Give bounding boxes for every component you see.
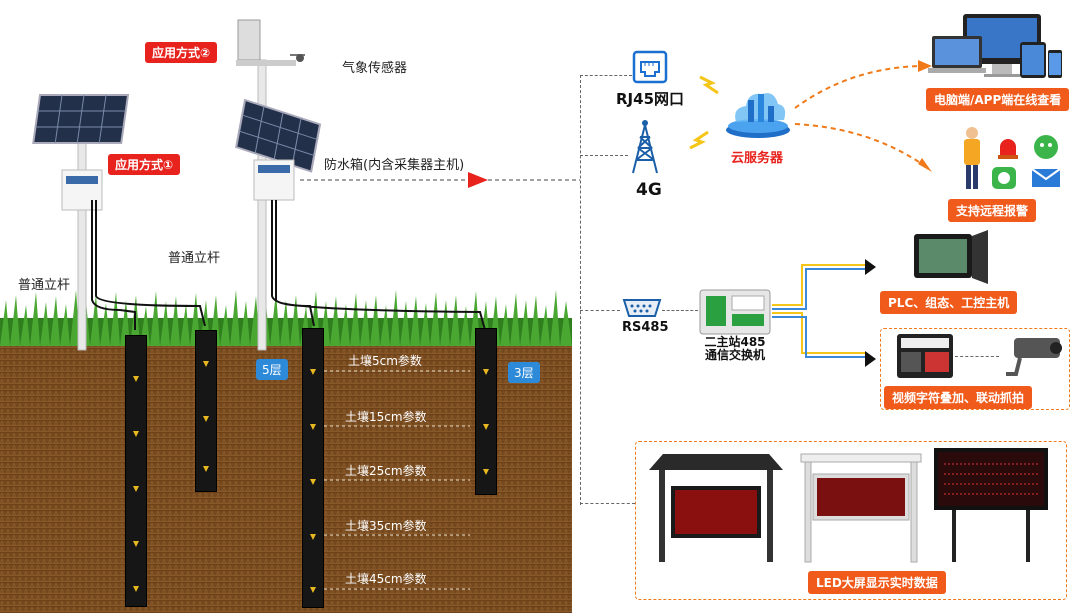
video-tag: 视频字符叠加、联动抓拍: [884, 386, 1033, 409]
pole-mid-label: 普通立杆: [168, 251, 221, 266]
station-middle: [235, 19, 486, 351]
pc-app-devices-icon: [928, 14, 1062, 78]
arrow-red-icon: [468, 172, 488, 188]
video-overlay-device-icon: [897, 334, 953, 378]
switch-label: 二主站485 通信交换机: [704, 335, 766, 362]
probe-right-short: [475, 328, 497, 495]
soil-param-5cm: 土壤5cm参数: [348, 354, 422, 368]
waterproof-box-label: 防水箱(内含采集器主机): [324, 158, 465, 173]
led-panel: [635, 441, 1067, 600]
probe-left-short: [195, 330, 217, 492]
cloud-server-icon: [726, 93, 790, 138]
station-left: [32, 94, 206, 351]
depth-lines: [318, 370, 470, 590]
field-scene: [0, 19, 580, 613]
branch-rs485: [580, 310, 620, 311]
led-screen-pavilion-icon: [649, 454, 783, 562]
lightning-icon: [699, 75, 719, 95]
switch-485-icon: [699, 289, 771, 335]
pole-left-label: 普通立杆: [18, 278, 71, 293]
rs485-port-icon: [622, 299, 662, 317]
weather-sensor-icon: [237, 19, 261, 61]
alarm-icons: [964, 127, 1061, 189]
soil-param-45cm: 土壤45cm参数: [345, 572, 427, 586]
video-panel: [880, 328, 1070, 410]
led-screen-frame-icon: [800, 453, 922, 563]
cloud-arrows: [794, 60, 932, 172]
soil-param-15cm: 土壤15cm参数: [345, 410, 427, 424]
solar-panel-middle: [235, 98, 322, 173]
weather-sensor-label: 气象传感器: [342, 61, 408, 76]
video-link-line: [955, 356, 999, 357]
layer5-tag: 5层: [256, 359, 288, 380]
lightning-icon: [689, 130, 709, 150]
rj45-label: RJ45网口: [616, 90, 685, 108]
soil-param-35cm: 土壤35cm参数: [345, 519, 427, 533]
tower-4g-icon: [632, 120, 658, 174]
soil-param-25cm: 土壤25cm参数: [345, 464, 427, 478]
rs485-label: RS485: [622, 320, 669, 335]
plc-monitor-icon: [914, 230, 988, 284]
camera-icon: [1006, 338, 1062, 376]
rj45-icon: [632, 50, 668, 84]
probe-left-long: [125, 335, 147, 607]
layer3-tag: 3层: [508, 362, 540, 383]
switch-wires: [772, 259, 876, 367]
g4-label: 4G: [636, 180, 662, 200]
rs485-to-switch-line: [662, 310, 698, 311]
pc-app-tag: 电脑端/APP端在线查看: [926, 88, 1070, 111]
plc-tag: PLC、组态、工控主机: [880, 291, 1018, 314]
probe-middle-long: [302, 328, 324, 608]
led-screen-board-icon: [934, 448, 1048, 562]
trunk-line: [580, 75, 581, 505]
branch-rj45: [580, 75, 632, 76]
branch-led: [580, 503, 635, 504]
remote-alarm-tag: 支持远程报警: [948, 199, 1037, 222]
branch-4g: [580, 155, 628, 156]
solar-panel-left: [32, 94, 130, 144]
cloud-label: 云服务器: [731, 151, 784, 166]
led-tag: LED大屏显示实时数据: [808, 571, 946, 594]
method2-tag: 应用方式②: [145, 42, 218, 63]
method1-tag: 应用方式①: [108, 154, 181, 175]
